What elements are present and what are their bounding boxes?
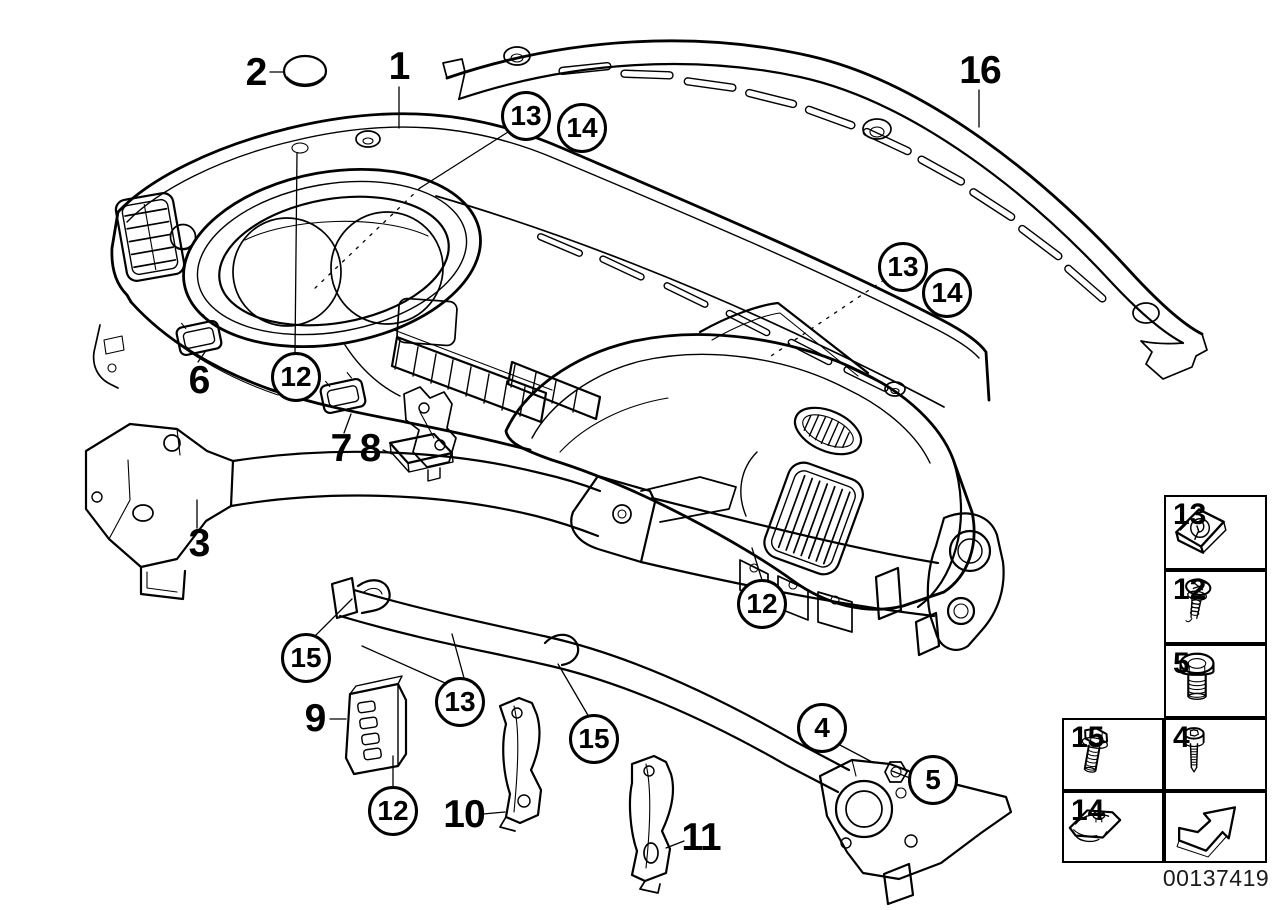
callout-15[interactable]: 15 bbox=[569, 714, 619, 764]
headlight-knob bbox=[169, 223, 197, 251]
callout-14[interactable]: 14 bbox=[922, 268, 972, 318]
socket-head-screw-icon bbox=[1183, 727, 1205, 773]
callout-12[interactable]: 12 bbox=[368, 786, 418, 836]
legend-cell-15: 15 bbox=[1062, 718, 1164, 791]
callout-16[interactable]: 16 bbox=[959, 49, 1001, 92]
part-2-cap bbox=[282, 54, 328, 88]
document-number: 00137419 bbox=[1162, 865, 1270, 891]
part-10-bracket bbox=[498, 696, 543, 832]
hex-bolt-icon bbox=[1081, 727, 1109, 773]
callout-2[interactable]: 2 bbox=[245, 51, 268, 94]
callout-13[interactable]: 13 bbox=[435, 677, 485, 727]
part-1-dashboard-upper bbox=[92, 112, 991, 468]
flange-bolt-icon bbox=[1179, 652, 1215, 700]
lower-rail bbox=[330, 576, 851, 794]
callout-10[interactable]: 10 bbox=[443, 793, 485, 836]
callout-7[interactable]: 7 bbox=[330, 427, 353, 470]
part-11-bracket bbox=[628, 754, 675, 894]
defrost-side-vent bbox=[793, 406, 863, 456]
speed-nut-clip-icon bbox=[1175, 508, 1227, 554]
leader-lines bbox=[196, 71, 980, 849]
legend-cell-12: 12 bbox=[1164, 570, 1267, 644]
part-9-bracket bbox=[344, 675, 408, 776]
side-vent bbox=[763, 461, 864, 576]
spring-clip-icon bbox=[1068, 809, 1122, 843]
legend-cell-13: 13 bbox=[1164, 495, 1267, 570]
legend-cell-14: 14 bbox=[1062, 791, 1164, 863]
part-3-support-beam bbox=[84, 422, 1005, 657]
part-8-cover-plate bbox=[388, 432, 454, 482]
callout-13[interactable]: 13 bbox=[878, 242, 928, 292]
callout-11[interactable]: 11 bbox=[681, 816, 721, 859]
callout-4[interactable]: 4 bbox=[797, 703, 847, 753]
callout-13[interactable]: 13 bbox=[501, 91, 551, 141]
part-6-switch-blank bbox=[175, 314, 223, 357]
callout-5[interactable]: 5 bbox=[908, 755, 958, 805]
callout-9[interactable]: 9 bbox=[304, 697, 327, 740]
callout-6[interactable]: 6 bbox=[188, 359, 211, 402]
center-vent-band bbox=[344, 329, 602, 424]
cluster-hood bbox=[182, 167, 482, 349]
callout-8[interactable]: 8 bbox=[359, 427, 382, 470]
callout-12[interactable]: 12 bbox=[737, 579, 787, 629]
callout-1[interactable]: 1 bbox=[388, 45, 411, 88]
pan-head-screw-icon bbox=[1185, 578, 1212, 623]
part-7-switch-blank bbox=[319, 372, 367, 415]
beam-right-bracket bbox=[914, 512, 1005, 657]
left-vent bbox=[114, 192, 186, 282]
callout-3[interactable]: 3 bbox=[188, 522, 211, 565]
legend-cell-5: 5 bbox=[1164, 644, 1267, 718]
callout-12[interactable]: 12 bbox=[271, 352, 321, 402]
legend-cell-arrow bbox=[1164, 791, 1267, 863]
callout-14[interactable]: 14 bbox=[557, 103, 607, 153]
legend-label: 13 bbox=[1173, 498, 1207, 531]
callout-15[interactable]: 15 bbox=[281, 633, 331, 683]
direction-arrow-icon bbox=[1176, 806, 1237, 858]
part-16-trim-strip bbox=[442, 39, 1208, 380]
legend-cell-4: 4 bbox=[1164, 718, 1267, 791]
legend-label: 4 bbox=[1173, 721, 1190, 754]
